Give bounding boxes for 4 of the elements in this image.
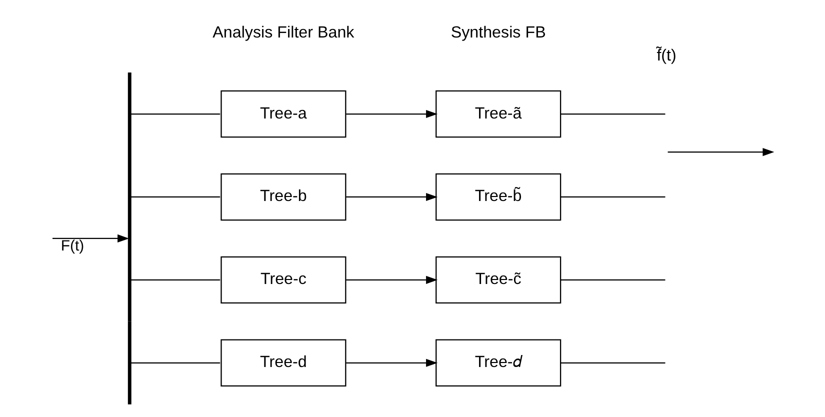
label: Analysis Filter Bank <box>212 24 354 42</box>
edge-label: F(t) <box>60 237 84 254</box>
label: f̃(t) <box>656 46 676 65</box>
label: Synthesis FB <box>450 24 546 42</box>
